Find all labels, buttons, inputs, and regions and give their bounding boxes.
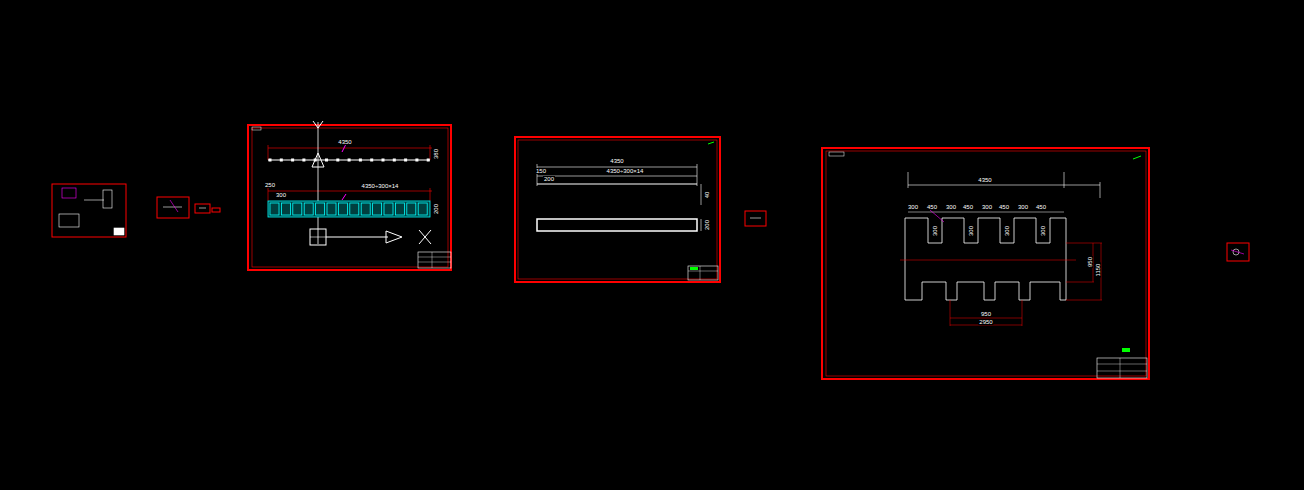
drawing-sheet <box>822 148 1149 379</box>
panel-cell <box>395 203 404 215</box>
thumbnail-detail <box>59 190 1239 255</box>
pile-marker <box>415 159 418 162</box>
pile-marker <box>325 159 328 162</box>
dimension-text: 4350 <box>337 139 352 145</box>
panel-cell <box>350 203 359 215</box>
dimension-text: 2950 <box>978 319 993 325</box>
pile-marker <box>382 159 385 162</box>
dimension-text: 300 <box>968 225 974 237</box>
dimension-text: 40 <box>704 191 710 200</box>
pile-marker <box>336 159 339 162</box>
dimension-text: 250 <box>264 182 276 188</box>
panel-cell <box>304 203 313 215</box>
dimension-text: 300 <box>907 204 919 210</box>
thumbnail-detail <box>62 188 1244 254</box>
dimension-text: 4350÷300×14 <box>361 183 400 189</box>
dimension-text: 950 <box>1087 256 1093 268</box>
dimension-text: 950 <box>980 311 992 317</box>
dimension-text: 300 <box>945 204 957 210</box>
drawing-sheet <box>515 137 720 282</box>
dimension-text: 300 <box>1017 204 1029 210</box>
panel-cell <box>293 203 302 215</box>
dimension-text: 450 <box>926 204 938 210</box>
pile-marker <box>291 159 294 162</box>
panel-cell <box>407 203 416 215</box>
pile-marker <box>302 159 305 162</box>
pile-marker <box>404 159 407 162</box>
panel-cell <box>384 203 393 215</box>
dimension-text: 4350÷300×14 <box>606 168 645 174</box>
dimension-text: 4350 <box>977 177 992 183</box>
pile-marker <box>280 159 283 162</box>
dimension-text: 300 <box>932 225 938 237</box>
pile-marker <box>269 159 272 162</box>
dimension-text: 4350 <box>609 158 624 164</box>
dimension-text: 300 <box>1040 225 1046 237</box>
dimension-text: 450 <box>962 204 974 210</box>
pile-marker <box>314 159 317 162</box>
pile-marker <box>359 159 362 162</box>
panel-cell <box>338 203 347 215</box>
drawing-sheet <box>248 121 451 270</box>
panel-cell <box>418 203 427 215</box>
dimension-text: 200 <box>543 176 555 182</box>
panel-strip <box>268 201 430 217</box>
dimension-text: 300 <box>275 192 287 198</box>
dimension-text: 1150 <box>1095 263 1101 278</box>
panel-cell <box>327 203 336 215</box>
panel-cell <box>270 203 279 215</box>
pile-marker <box>393 159 396 162</box>
dimension-text: 450 <box>998 204 1010 210</box>
pile-marker <box>427 159 430 162</box>
dimension-text: 200 <box>704 219 710 231</box>
panel-cell <box>373 203 382 215</box>
panel-cell <box>281 203 290 215</box>
pile-marker <box>370 159 373 162</box>
dimension-text: 150 <box>535 168 547 174</box>
panel-cell <box>316 203 325 215</box>
dimension-text: 380 <box>433 148 439 160</box>
pile-marker <box>348 159 351 162</box>
thumbnail-sheet <box>52 184 1249 261</box>
dimension-text: 450 <box>1035 204 1047 210</box>
panel-cell <box>361 203 370 215</box>
dimension-text: 300 <box>1004 225 1010 237</box>
dimension-text: 300 <box>981 204 993 210</box>
dimension-text: 200 <box>433 203 439 215</box>
